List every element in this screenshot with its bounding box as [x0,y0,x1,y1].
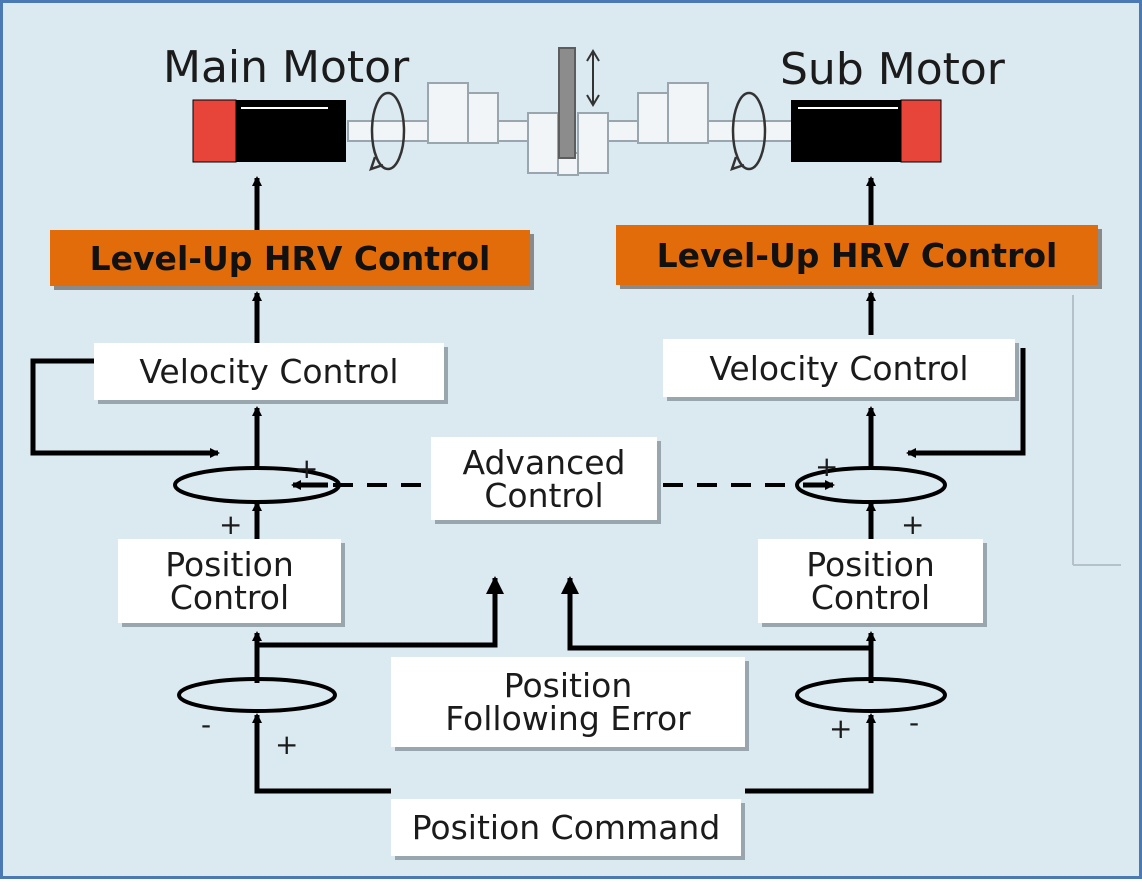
shaft-pin [558,47,576,159]
shaft-coupling [347,82,794,176]
position-command: Position Command [391,799,741,856]
side-panel [1072,295,1121,566]
position-control-left-line1: Position [165,545,294,584]
advanced-control-line2: Control [484,475,604,515]
velocity-control-right: Velocity Control [663,339,1015,397]
sign-lower-left-plus: + [275,728,299,761]
velocity-control-left: Velocity Control [94,343,444,400]
position-control-left-line2: Control [169,578,290,617]
sign-upper-left-top: + [295,452,319,485]
sign-upper-right-bottom: + [901,508,925,541]
sign-lower-right-minus: - [909,706,920,739]
sign-lower-right-plus: + [829,712,853,745]
diagram-wiring [30,47,1121,794]
error-to-advanced [257,576,871,651]
rotation-right-icon [730,91,767,171]
double-arrow-icon [586,49,600,107]
sign-upper-right-top: + [815,450,839,483]
right-signal-path [803,176,1026,683]
position-control-right-line1: Position [806,545,935,584]
advanced-control: Advanced Control [431,437,657,520]
following-error-line1: Position [503,666,633,705]
main-motor [192,99,346,163]
left-signal-path [30,176,328,683]
sign-lower-left-minus: - [201,708,212,741]
rotation-left-icon [369,91,406,171]
advanced-control-line1: Advanced [462,442,626,482]
sub-motor [791,99,942,163]
sign-upper-left-bottom: + [219,508,243,541]
command-lines [252,713,876,794]
position-control-left: Position Control [118,539,341,623]
position-following-error: Position Following Error [391,657,745,747]
hrv-control-left: Level-Up HRV Control [50,230,530,286]
position-control-right-line2: Control [810,578,931,617]
following-error-line2: Following Error [445,699,691,738]
hrv-control-right: Level-Up HRV Control [616,225,1098,285]
position-control-right: Position Control [758,539,983,623]
main-motor-label: Main Motor [163,42,410,93]
sub-motor-label: Sub Motor [780,44,1005,95]
